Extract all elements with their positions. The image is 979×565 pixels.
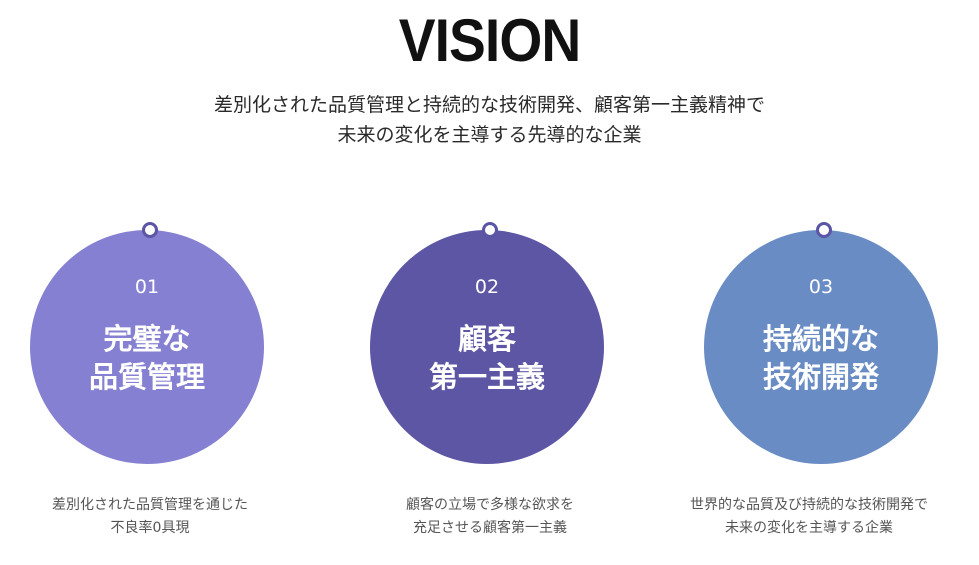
vision-description: 顧客の立場で多様な欲求を 充足させる顧客第一主義 <box>320 494 660 540</box>
vision-description-line: 充足させる顧客第一主義 <box>413 520 567 536</box>
vision-circle: 01 完璧な 品質管理 <box>30 230 264 464</box>
vision-title-line: 完璧な <box>103 322 191 356</box>
vision-title-line: 品質管理 <box>88 360 205 394</box>
vision-title-line: 顧客 <box>457 322 516 356</box>
vision-title: 持続的な 技術開発 <box>704 320 938 396</box>
timeline-dot <box>482 222 498 238</box>
vision-circle: 03 持続的な 技術開発 <box>704 230 938 464</box>
vision-number: 03 <box>808 276 834 298</box>
timeline-dot <box>816 222 832 238</box>
vision-statement-line-1: 差別化された品質管理と持続的な技術開発、顧客第一主義精神で <box>213 94 765 116</box>
vision-description-line: 未来の変化を主導する企業 <box>725 520 893 536</box>
vision-title: 顧客 第一主義 <box>370 320 604 396</box>
vision-description-line: 世界的な品質及び持続的な技術開発で <box>690 497 928 513</box>
vision-description-line: 顧客の立場で多様な欲求を <box>406 497 574 513</box>
timeline-dot <box>142 222 158 238</box>
vision-title-line: 技術開発 <box>762 360 879 394</box>
vision-number: 01 <box>134 276 160 298</box>
vision-number: 02 <box>474 276 500 298</box>
vision-description-line: 差別化された品質管理を通じた <box>52 497 248 513</box>
vision-statement-line-2: 未来の変化を主導する先導的な企業 <box>337 124 642 146</box>
vision-description: 世界的な品質及び持続的な技術開発で 未来の変化を主導する企業 <box>639 494 979 540</box>
vision-description-line: 不良率0具現 <box>110 520 190 536</box>
vision-description: 差別化された品質管理を通じた 不良率0具現 <box>0 494 320 540</box>
page-title: VISION <box>398 7 582 74</box>
vision-title-line: 第一主義 <box>428 360 545 394</box>
vision-title: 完璧な 品質管理 <box>30 320 264 396</box>
vision-statement: 差別化された品質管理と持続的な技術開発、顧客第一主義精神で 未来の変化を主導する… <box>0 90 979 150</box>
vision-title-line: 持続的な <box>762 322 879 356</box>
vision-circle: 02 顧客 第一主義 <box>370 230 604 464</box>
